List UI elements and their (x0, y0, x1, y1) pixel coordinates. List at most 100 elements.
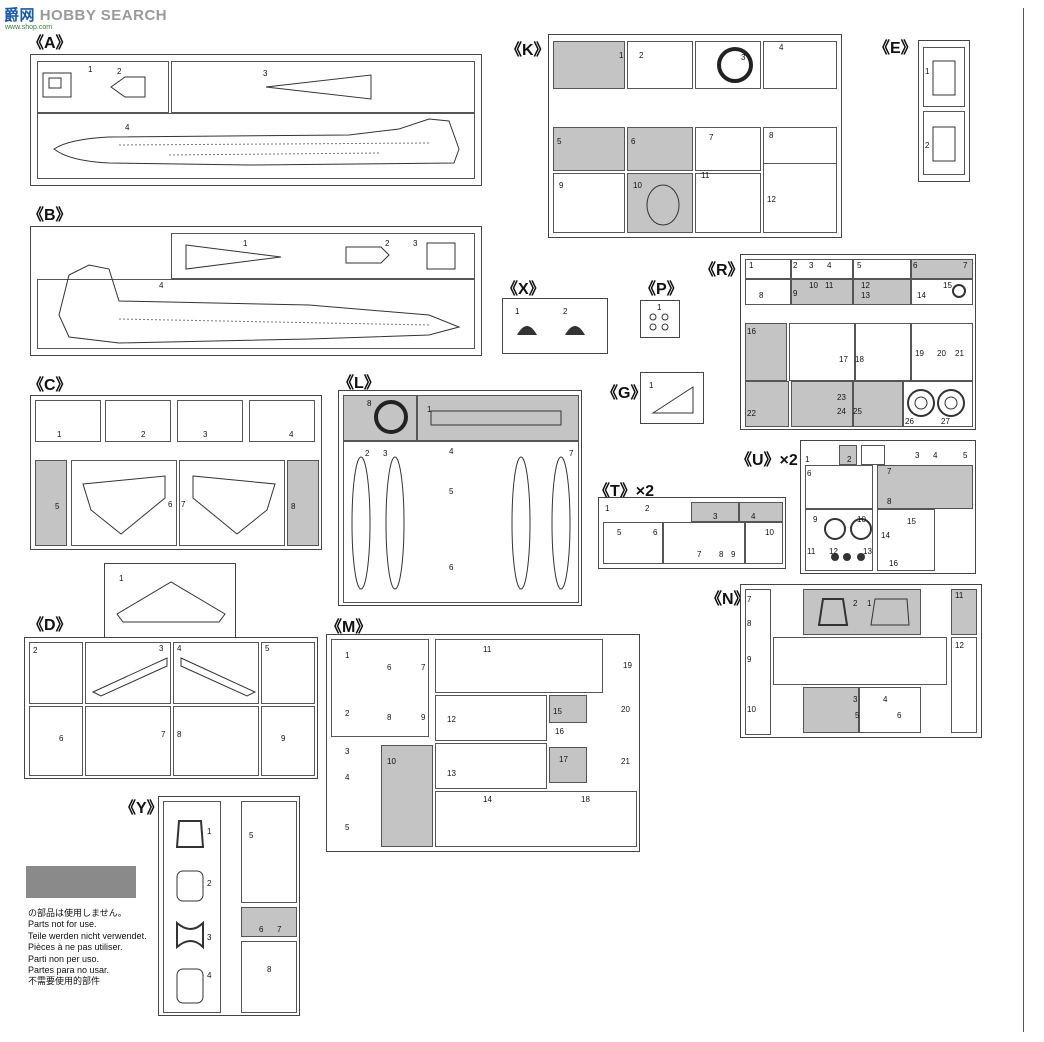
sprue-k-canopy-part (646, 184, 680, 226)
sprue-d-top-frame: 1 (104, 563, 236, 639)
sprue-n-cell-unused (951, 589, 977, 635)
legend-line: Pièces à ne pas utiliser. (28, 942, 123, 953)
sprue-l-part-num: 3 (383, 449, 388, 458)
sprue-d-part-num: 9 (281, 734, 286, 743)
sprue-a-cell (37, 113, 475, 179)
sprue-t-part-num: 4 (751, 512, 756, 521)
sprue-a-part-num: 2 (117, 67, 122, 76)
sprue-d-cell (29, 642, 83, 704)
watermark-brand-c: HOBBY SEARCH (39, 7, 168, 24)
sprue-e-frame: 1 2 (918, 40, 970, 182)
sprue-n-canopy-parts (817, 598, 910, 626)
sprue-k-part-num: 8 (769, 131, 774, 140)
sprue-y-canopy-parts (175, 820, 205, 1004)
sprue-c-part-num: 8 (291, 502, 296, 511)
sprue-r-part-num: 16 (747, 327, 756, 336)
sprue-k-part-num: 12 (767, 195, 776, 204)
sprue-m-cell (435, 791, 637, 847)
watermark: 爵网 HOBBY SEARCH (4, 4, 167, 25)
sprue-g-frame: 1 (640, 372, 704, 424)
sprue-d-part-num: 6 (59, 734, 64, 743)
sprue-n-part-num: 11 (955, 591, 964, 600)
sprue-r-part-num: 25 (853, 407, 862, 416)
sprue-m-part-num: 13 (447, 769, 456, 778)
sprue-b-part-num: 3 (413, 239, 418, 248)
sprue-y-frame: 1 2 3 4 5 6 7 8 (158, 796, 300, 1016)
sprue-r-cell-unused (745, 381, 789, 427)
sprue-u-part-num: 16 (889, 559, 898, 568)
sprue-r-part-num: 5 (857, 261, 862, 270)
sprue-d-frame: 2 3 4 5 6 7 8 9 (24, 637, 318, 779)
sprue-k-cell (695, 127, 761, 171)
sprue-u-part-num: 9 (813, 515, 818, 524)
sprue-c-cell (35, 400, 101, 442)
legend-line: 不需要使用的部件 (28, 976, 101, 987)
sprue-u-part-num: 2 (847, 455, 852, 464)
sprue-y-cell (241, 941, 297, 1013)
sprue-x-part-num: 1 (515, 307, 520, 316)
sprue-d-part-num: 3 (159, 644, 164, 653)
sprue-t-cell (745, 522, 783, 564)
sprue-n-part-num: 12 (955, 641, 964, 650)
sprue-m-part-num: 19 (623, 661, 632, 670)
sprue-k-cell (763, 163, 837, 233)
sprue-d-cell (85, 642, 171, 704)
sprue-u-frame: 1 2 3 4 5 6 7 8 9 10 11 12 13 14 15 16 (800, 440, 976, 574)
sprue-d-part-num: 7 (161, 730, 166, 739)
sprue-b-part-num: 2 (385, 239, 390, 248)
sprue-b-frame: 1 2 3 4 (30, 226, 482, 356)
sprue-d-part-num: 1 (119, 574, 124, 583)
sprue-r-part-num: 10 (809, 281, 818, 290)
sprue-m-frame: 1 2 3 4 5 6 7 8 9 10 11 12 13 14 15 16 1… (326, 634, 640, 852)
sprue-t-cell-unused (691, 502, 739, 522)
sprue-a-part-num: 3 (263, 69, 268, 78)
sprue-d-part-num: 8 (177, 730, 182, 739)
sprue-l-part-num: 4 (449, 447, 454, 456)
sprue-g-label: 《G》 (602, 385, 647, 402)
sprue-m-label: 《M》 (326, 619, 372, 636)
sprue-r-cell-unused (791, 381, 853, 427)
sprue-r-cell (911, 279, 973, 305)
sprue-r-part-num: 17 (839, 355, 848, 364)
sprue-r-part-num: 1 (749, 261, 754, 270)
sprue-t-cell (603, 522, 663, 564)
sprue-m-part-num: 7 (421, 663, 426, 672)
sprue-m-part-num: 9 (421, 713, 426, 722)
sprue-c-cell (179, 460, 285, 546)
sprue-m-part-num: 14 (483, 795, 492, 804)
sprue-a-frame: 1 2 3 4 (30, 54, 482, 186)
sprue-n-cell (773, 637, 947, 685)
sprue-n-cell (745, 589, 771, 735)
sprue-r-part-num: 19 (915, 349, 924, 358)
sprue-d-wing-upper (116, 581, 226, 623)
sprue-l-bay-part (430, 410, 562, 426)
sprue-d-cell (85, 706, 171, 776)
sprue-a-part-num: 1 (88, 65, 93, 74)
sprue-c-part-num: 7 (181, 500, 186, 509)
sprue-t-part-num: 8 (719, 550, 724, 559)
sprue-r-part-num: 3 (809, 261, 814, 270)
sprue-t-label: 《T》×2 (594, 483, 655, 500)
sprue-c-cell (177, 400, 243, 442)
sprue-y-part-num: 6 (259, 925, 264, 934)
sprue-k-cell (763, 41, 837, 89)
sprue-r-part-num: 20 (937, 349, 946, 358)
sprue-m-cell (435, 743, 547, 789)
sprue-m-part-num: 6 (387, 663, 392, 672)
sprue-d-cell (173, 706, 259, 776)
sprue-k-cell (627, 41, 693, 89)
sprue-r-cell (745, 279, 791, 305)
sprue-x-part-num: 2 (563, 307, 568, 316)
sprue-m-part-num: 15 (553, 707, 562, 716)
watermark-brand-b: 网 (19, 7, 36, 24)
sprue-u-wheel-parts (824, 518, 872, 561)
page-border-line (1023, 8, 1024, 1032)
sprue-t-part-num: 1 (605, 504, 610, 513)
sprue-u-part-num: 4 (933, 451, 938, 460)
sprue-l-part-num: 5 (449, 487, 454, 496)
sprue-r-cell-unused (853, 279, 911, 305)
sprue-u-cell-unused (839, 445, 857, 465)
sprue-c-stabilizer-right (192, 475, 276, 535)
sprue-k-part-num: 9 (559, 181, 564, 190)
sprue-k-frame: 1 2 3 4 5 6 7 8 9 10 11 12 (548, 34, 842, 238)
